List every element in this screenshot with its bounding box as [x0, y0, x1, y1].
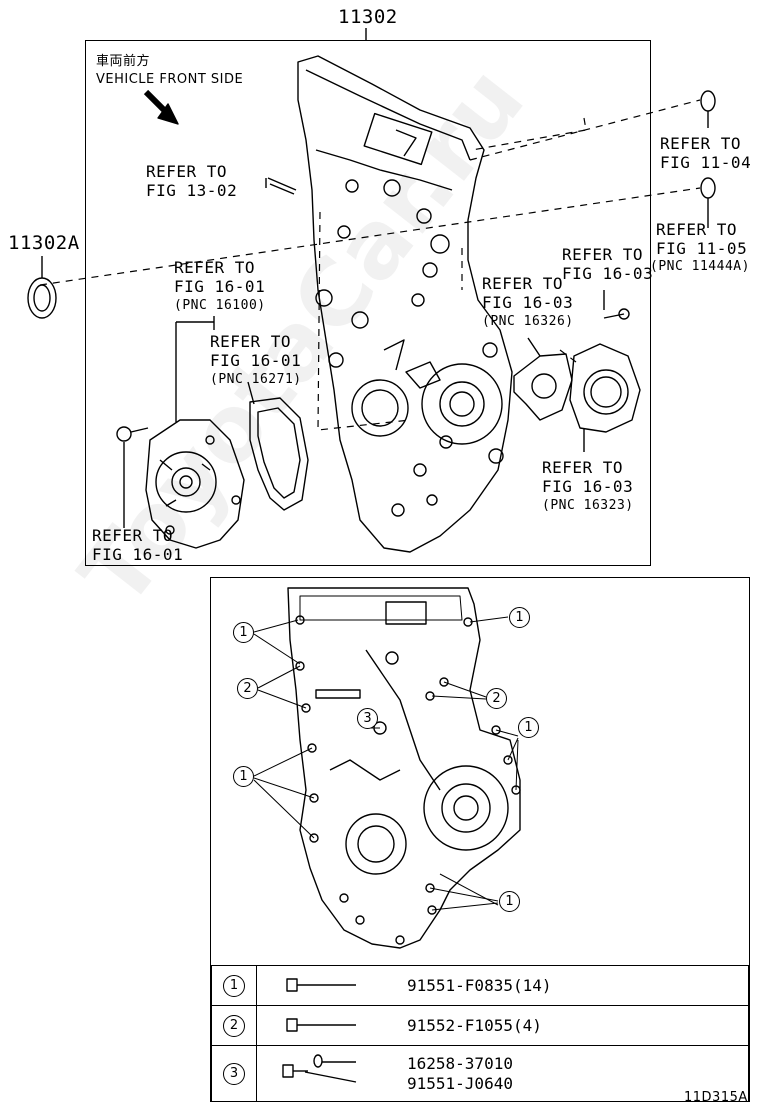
legend-num: 2 [223, 1015, 245, 1037]
legend-part: 91551-F0835(14) [407, 976, 552, 995]
callout-1: 1 [509, 607, 530, 628]
callout-1: 1 [233, 622, 254, 643]
callout-1: 1 [499, 891, 520, 912]
callout-1: 1 [518, 717, 539, 738]
bolt-location-frame [210, 577, 750, 1102]
seal-part-number: 11302A [8, 232, 80, 254]
thermostat-gasket-drawing [513, 353, 573, 421]
front-label-jp: 車両前方 [96, 54, 151, 69]
callout-1: 1 [233, 766, 254, 787]
legend-num: 1 [223, 975, 245, 997]
legend-part: 91552-F1055(4) [407, 1016, 542, 1035]
legend-num: 3 [223, 1063, 245, 1085]
legend-row: 2 91552-F1055(4) [211, 1005, 749, 1046]
figure-code: 11D315A [684, 1090, 748, 1105]
pump-gasket-drawing [249, 397, 309, 511]
bolt-legend-table: 1 91551-F0835(14) 2 91552-F1055(4) 3 162… [211, 965, 749, 1102]
timing-cover-outline [297, 55, 513, 553]
front-label-en: VEHICLE FRONT SIDE [96, 72, 244, 87]
exploded-view-frame [85, 40, 651, 566]
legend-part: 91551-J0640 [407, 1073, 513, 1093]
cover-front-outline [287, 587, 521, 949]
callout-2: 2 [237, 678, 258, 699]
legend-row: 1 91551-F0835(14) [211, 965, 749, 1006]
water-pump-drawing [145, 419, 245, 549]
legend-row: 3 16258-37010 91551-J0640 [211, 1045, 749, 1102]
main-part-number: 11302 [338, 6, 398, 28]
callout-2: 2 [486, 688, 507, 709]
callout-3: 3 [357, 708, 378, 729]
water-inlet-drawing [569, 343, 641, 433]
ref-pnc-11444a: (PNC 11444A) [650, 259, 750, 274]
legend-part: 16258-37010 [407, 1053, 513, 1073]
